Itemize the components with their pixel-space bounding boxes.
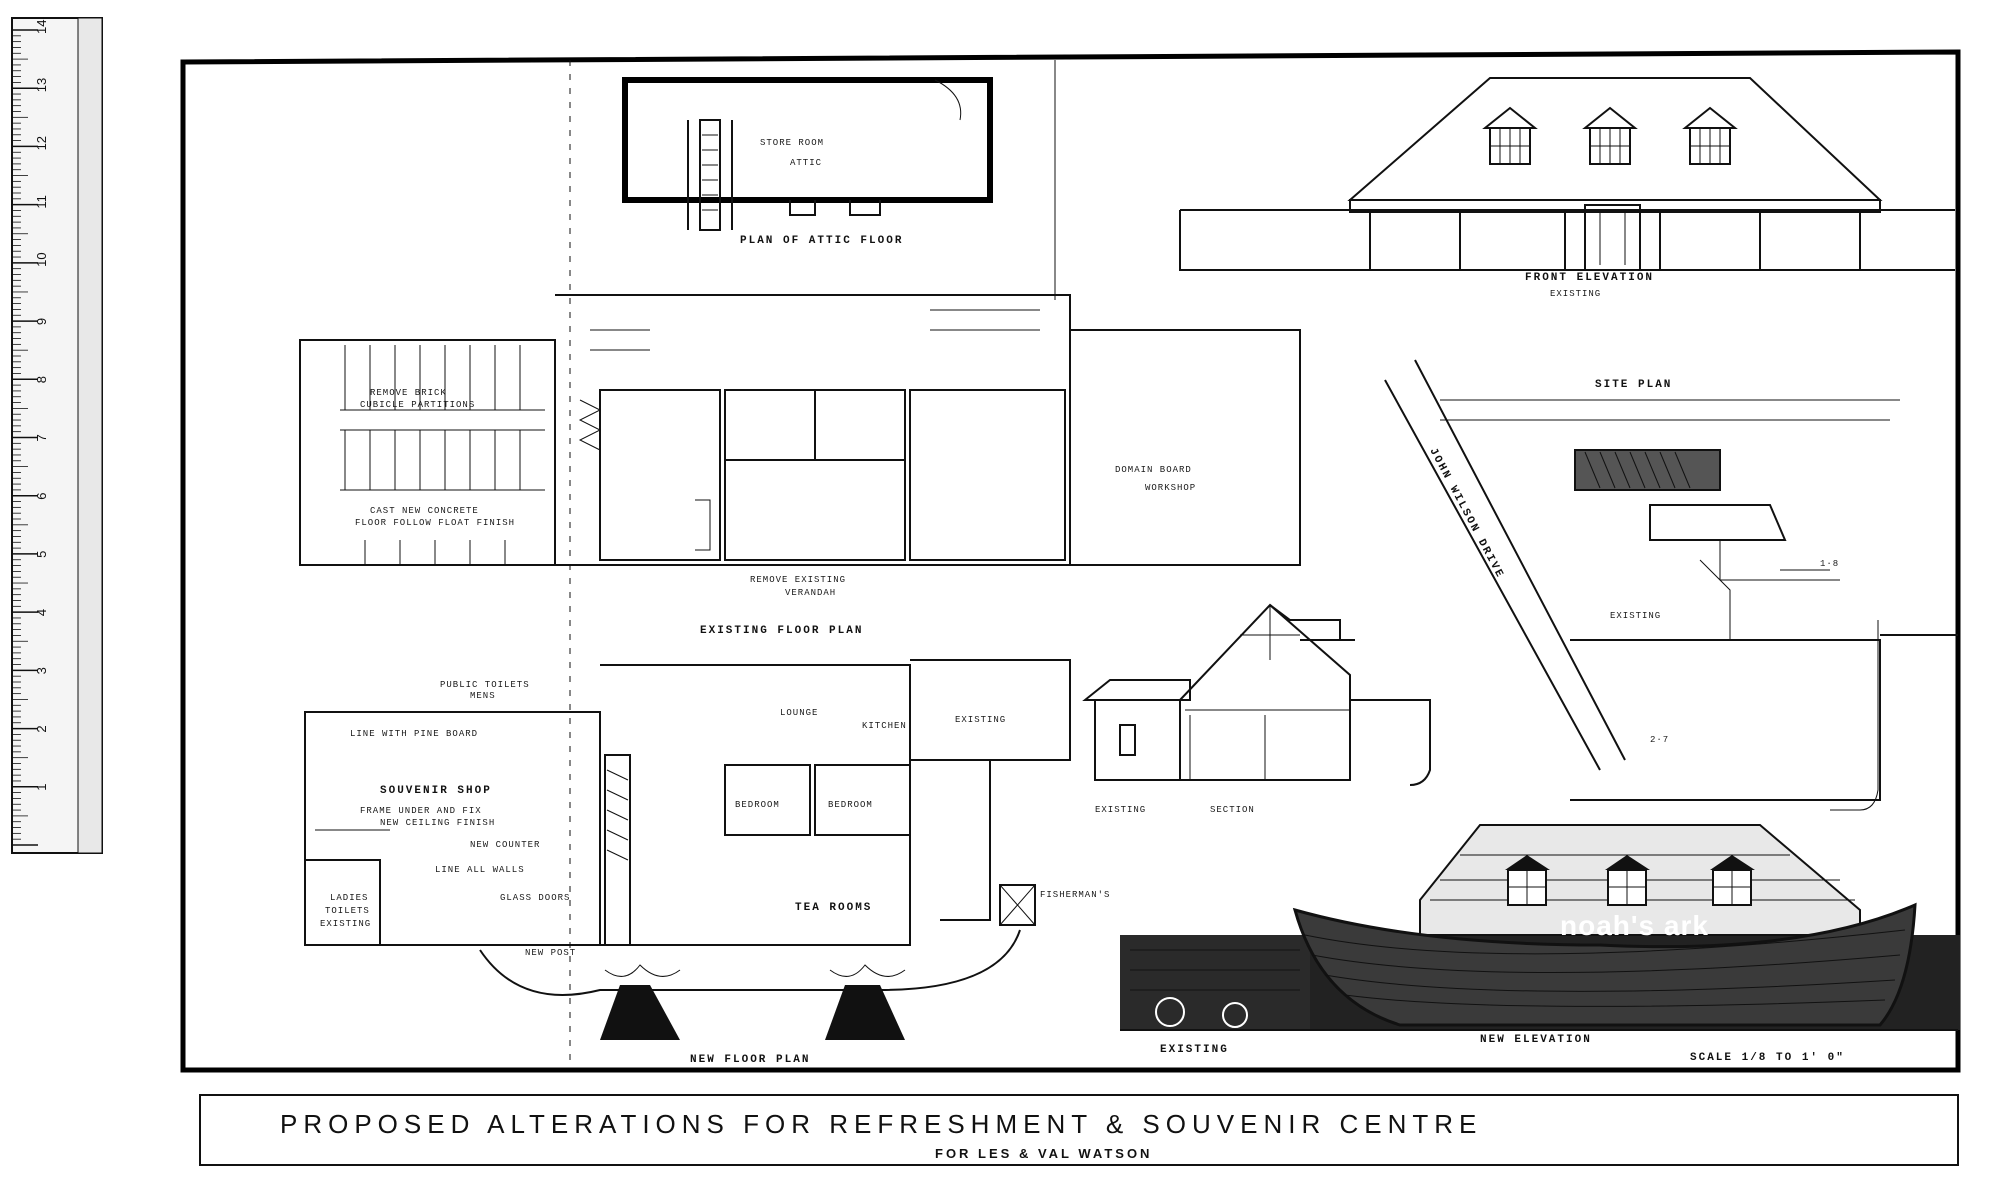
new-post-label: NEW POST bbox=[525, 948, 576, 958]
attic-floor-plan: STORE ROOM ATTIC PLAN OF ATTIC FLOOR bbox=[622, 77, 993, 247]
section-label: SECTION bbox=[1210, 805, 1255, 815]
existing-floor-plan-label: EXISTING FLOOR PLAN bbox=[700, 625, 863, 637]
domain-board-label: DOMAIN BOARD bbox=[1115, 465, 1192, 475]
fishermans-label: FISHERMAN'S bbox=[1040, 890, 1110, 900]
souvenir-shop-label: SOUVENIR SHOP bbox=[380, 785, 492, 797]
site-plan: SITE PLAN JOHN WILSON DRIVE 1·8 2·7 EXIS… bbox=[1384, 359, 1958, 811]
workshop-label: WORKSHOP bbox=[1145, 483, 1196, 493]
frame-under-note: FRAME UNDER AND FIX bbox=[360, 806, 482, 816]
ruler-number: 4 bbox=[34, 609, 49, 616]
ruler: 14 13 12 11 10 9 8 7 6 5 4 3 2 1 bbox=[11, 17, 103, 854]
new-dormer-3 bbox=[1710, 855, 1755, 906]
attic-plan-label: PLAN OF ATTIC FLOOR bbox=[740, 235, 903, 247]
ruler-number: 12 bbox=[34, 136, 49, 150]
attic-room-label: ATTIC bbox=[790, 158, 822, 168]
new-dormer-2 bbox=[1605, 855, 1650, 906]
ruler-number: 1 bbox=[34, 784, 49, 791]
ruler-number: 14 bbox=[34, 20, 49, 34]
ruler-ticks bbox=[12, 29, 38, 846]
section-existing: EXISTING SECTION bbox=[1082, 603, 1431, 815]
remove-existing-note: REMOVE EXISTING bbox=[750, 575, 846, 585]
noahs-ark-sign: noah's ark bbox=[1560, 910, 1709, 941]
kitchen-label: KITCHEN bbox=[862, 721, 907, 731]
dormer-window-1 bbox=[1482, 106, 1538, 165]
new-elevation-label: NEW ELEVATION bbox=[1480, 1034, 1592, 1046]
new-elevation-existing-label: EXISTING bbox=[1160, 1044, 1229, 1056]
line-with-pine-note: LINE WITH PINE BOARD bbox=[350, 729, 478, 739]
new-floor-plan: PUBLIC TOILETS MENS LINE WITH PINE BOARD… bbox=[304, 659, 1110, 1066]
cast-new-note: CAST NEW CONCRETE bbox=[370, 506, 479, 516]
new-dormer-1 bbox=[1505, 855, 1550, 906]
tea-rooms-label: TEA ROOMS bbox=[795, 902, 872, 914]
new-ceiling-note: NEW CEILING FINISH bbox=[380, 818, 495, 828]
drawing-client: FOR LES & VAL WATSON bbox=[935, 1146, 1152, 1161]
front-elevation-existing: FRONT ELEVATION EXISTING bbox=[1179, 77, 1955, 299]
ladies-existing-label: EXISTING bbox=[320, 919, 371, 929]
ruler-number: 2 bbox=[34, 725, 49, 732]
scale-note: SCALE 1/8 TO 1' 0" bbox=[1690, 1052, 1845, 1064]
toilets-label: TOILETS bbox=[325, 906, 370, 916]
verandah-note: VERANDAH bbox=[785, 588, 836, 598]
cubicle-partitions-note: CUBICLE PARTITIONS bbox=[360, 400, 475, 410]
ruler-number: 13 bbox=[34, 78, 49, 92]
ruler-number: 7 bbox=[34, 434, 49, 441]
remove-brick-note: REMOVE BRICK bbox=[370, 388, 447, 398]
bedroom-2-label: BEDROOM bbox=[828, 800, 873, 810]
drawing-title: PROPOSED ALTERATIONS FOR REFRESHMENT & S… bbox=[280, 1109, 1482, 1139]
ruler-number: 8 bbox=[34, 376, 49, 383]
ladies-label: LADIES bbox=[330, 893, 368, 903]
floor-finish-note: FLOOR FOLLOW FLOAT FINISH bbox=[355, 518, 515, 528]
attic-store-label: STORE ROOM bbox=[760, 138, 824, 148]
ruler-number: 9 bbox=[34, 318, 49, 325]
ruler-number: 5 bbox=[34, 551, 49, 558]
road-label: JOHN WILSON DRIVE bbox=[1426, 446, 1505, 581]
dormer-window-3 bbox=[1682, 106, 1738, 165]
new-elevation: noah's ark EXISTING NEW ELEVATION SCALE … bbox=[1120, 824, 1960, 1064]
sheet-border bbox=[180, 49, 1961, 1166]
site-plan-label: SITE PLAN bbox=[1595, 379, 1672, 391]
front-elevation-label: FRONT ELEVATION bbox=[1525, 272, 1654, 284]
line-all-walls-note: LINE ALL WALLS bbox=[435, 865, 525, 875]
front-elevation-status: EXISTING bbox=[1550, 289, 1601, 299]
dim-a-label: 1·8 bbox=[1820, 559, 1839, 569]
public-toilets-label: PUBLIC TOILETS bbox=[440, 680, 530, 690]
ruler-number: 6 bbox=[34, 492, 49, 499]
site-existing-label: EXISTING bbox=[1610, 611, 1661, 621]
ruler-number: 11 bbox=[34, 195, 49, 209]
new-floor-plan-label: NEW FLOOR PLAN bbox=[690, 1054, 810, 1066]
ruler-numbers: 14 13 12 11 10 9 8 7 6 5 4 3 2 1 bbox=[34, 20, 49, 791]
section-existing-label: EXISTING bbox=[1095, 805, 1146, 815]
new-plan-existing-label: EXISTING bbox=[955, 715, 1006, 725]
mens-label: MENS bbox=[470, 691, 496, 701]
new-counter-label: NEW COUNTER bbox=[470, 840, 540, 850]
dormer-window-2 bbox=[1582, 106, 1638, 165]
bedroom-1-label: BEDROOM bbox=[735, 800, 780, 810]
existing-floor-plan: REMOVE BRICK CUBICLE PARTITIONS CAST NEW… bbox=[299, 294, 1301, 637]
lounge-label: LOUNGE bbox=[780, 708, 818, 718]
glass-doors-label: GLASS DOORS bbox=[500, 893, 570, 903]
ruler-number: 10 bbox=[34, 252, 49, 266]
ruler-number: 3 bbox=[34, 667, 49, 674]
dim-b-label: 2·7 bbox=[1650, 735, 1669, 745]
title-block: PROPOSED ALTERATIONS FOR REFRESHMENT & S… bbox=[280, 1109, 1482, 1161]
